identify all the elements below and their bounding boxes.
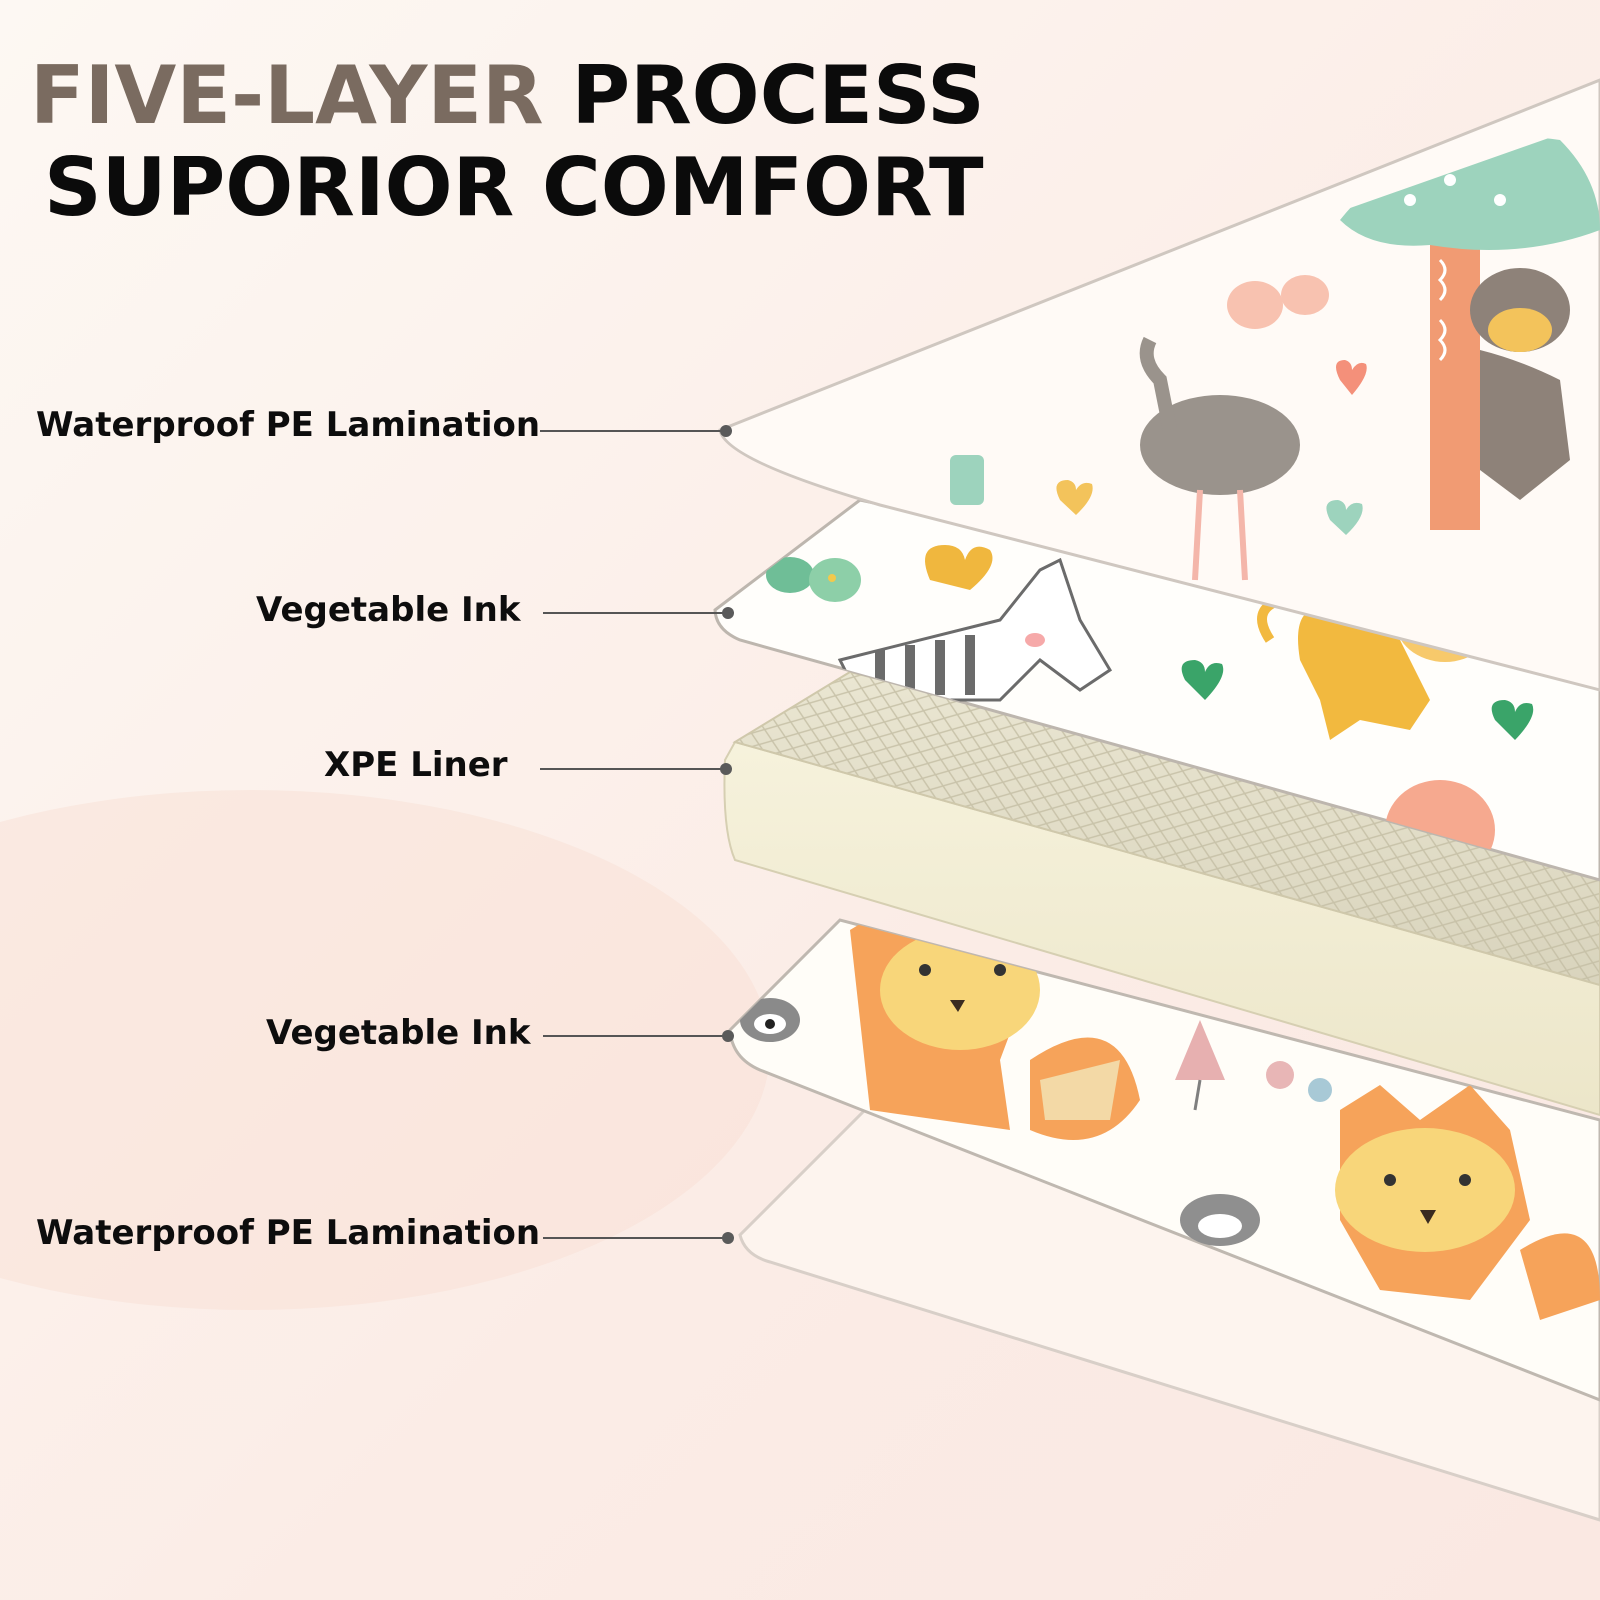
layer-label: Vegetable Ink (256, 590, 521, 630)
leader-line (543, 1035, 727, 1037)
leader-line (540, 430, 726, 432)
lower-ink-layer (728, 918, 1600, 1402)
leader-dot (720, 425, 732, 437)
page-title: FIVE-LAYER PROCESS SUPORIOR COMFORT (30, 50, 985, 234)
layer-label: Waterproof PE Lamination (36, 405, 541, 445)
leader-line (540, 768, 726, 770)
leader-line (543, 1237, 727, 1239)
leader-dot (722, 1232, 734, 1244)
top-lamination-layer (718, 78, 1600, 692)
layer-label: Waterproof PE Lamination (36, 1213, 541, 1253)
layer-label: Vegetable Ink (266, 1013, 531, 1053)
layer-label: XPE Liner (324, 745, 508, 785)
title-rest: PROCESS (543, 49, 985, 142)
leader-dot (722, 607, 734, 619)
title-line-2: SUPORIOR COMFORT (44, 141, 984, 234)
leader-line (543, 612, 725, 614)
leader-dot (722, 1030, 734, 1042)
leader-dot (720, 763, 732, 775)
title-accent: FIVE-LAYER (30, 49, 544, 142)
xpe-foam-layer (723, 670, 1600, 1117)
